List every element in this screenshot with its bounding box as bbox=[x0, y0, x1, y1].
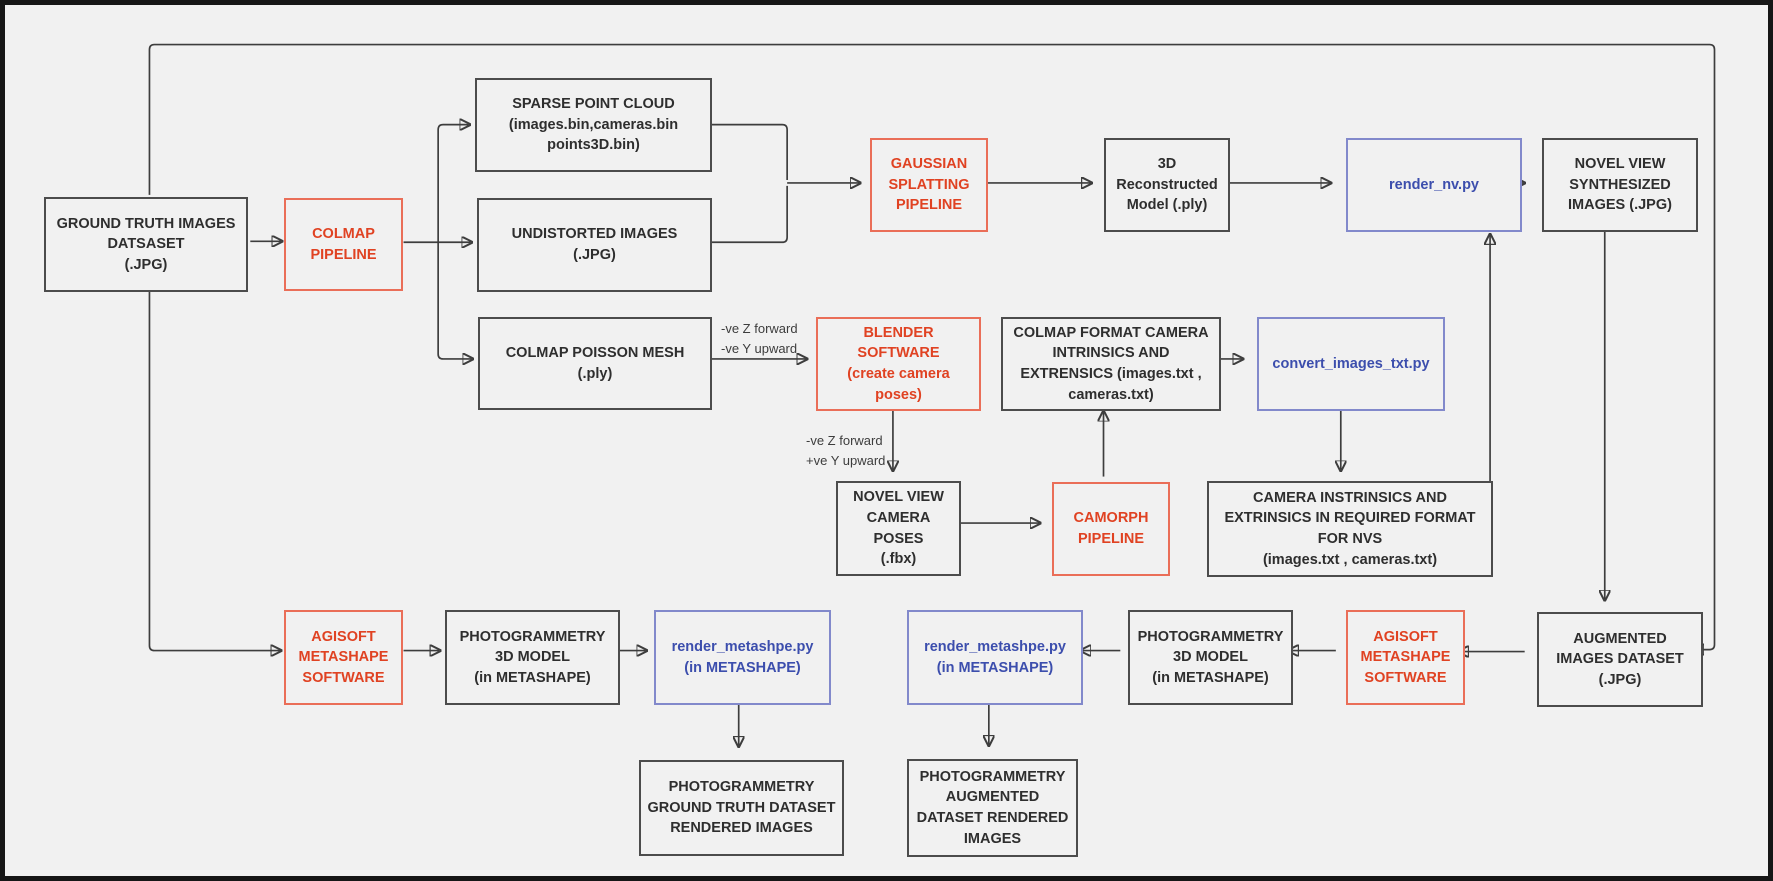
node-camorph-pipeline: CAMORPH PIPELINE bbox=[1052, 482, 1170, 576]
node-colmap-pipeline: COLMAP PIPELINE bbox=[284, 198, 403, 291]
node-render-metashpe-left: render_metashpe.py (in METASHAPE) bbox=[654, 610, 831, 705]
edge-undistorted-merge bbox=[709, 185, 788, 244]
edge-label-blender-input-orientation: -ve Z forward -ve Y upward bbox=[721, 321, 798, 357]
edge-colmap-to-sparse bbox=[437, 125, 469, 243]
node-photogrammetry-ground-truth-rendered: PHOTOGRAMMETRY GROUND TRUTH DATASET REND… bbox=[639, 760, 844, 856]
node-ground-truth-images-dataset: GROUND TRUTH IMAGES DATSASET (.JPG) bbox=[44, 197, 248, 292]
node-agisoft-metashape-right: AGISOFT METASHAPE SOFTWARE bbox=[1346, 610, 1465, 705]
edge-sparse-merge bbox=[709, 123, 788, 180]
node-camera-intrinsics-nvs: CAMERA INSTRINSICS AND EXTRINSICS IN REQ… bbox=[1207, 481, 1493, 577]
node-sparse-point-cloud: SPARSE POINT CLOUD (images.bin,cameras.b… bbox=[475, 78, 712, 172]
node-undistorted-images: UNDISTORTED IMAGES (.JPG) bbox=[477, 198, 712, 292]
node-render-nv-py: render_nv.py bbox=[1346, 138, 1522, 232]
node-novel-view-camera-poses: NOVEL VIEW CAMERA POSES (.fbx) bbox=[836, 481, 961, 576]
node-augmented-images-dataset: AUGMENTED IMAGES DATASET (.JPG) bbox=[1537, 612, 1703, 707]
edge-nvsintrinsics-to-rendernv bbox=[1481, 235, 1490, 521]
node-agisoft-metashape-left: AGISOFT METASHAPE SOFTWARE bbox=[284, 610, 403, 705]
edge-gt-to-agisoft-left bbox=[148, 288, 280, 651]
node-novel-view-synthesized-images: NOVEL VIEW SYNTHESIZED IMAGES (.JPG) bbox=[1542, 138, 1698, 232]
node-photogrammetry-3d-model-left: PHOTOGRAMMETRY 3D MODEL (in METASHAPE) bbox=[445, 610, 620, 705]
edge-label-blender-output-orientation: -ve Z forward +ve Y upward bbox=[806, 433, 886, 469]
node-photogrammetry-3d-model-right: PHOTOGRAMMETRY 3D MODEL (in METASHAPE) bbox=[1128, 610, 1293, 705]
node-blender-software: BLENDER SOFTWARE (create camera poses) bbox=[816, 317, 981, 411]
node-convert-images-txt-py: convert_images_txt.py bbox=[1257, 317, 1445, 411]
node-colmap-format-camera-intrinsics: COLMAP FORMAT CAMERA INTRINSICS AND EXTR… bbox=[1001, 317, 1221, 411]
node-render-metashpe-right: render_metashpe.py (in METASHAPE) bbox=[907, 610, 1083, 705]
node-3d-reconstructed-model: 3D Reconstructed Model (.ply) bbox=[1104, 138, 1230, 232]
edge-colmap-to-poisson bbox=[437, 242, 472, 359]
node-colmap-poisson-mesh: COLMAP POISSON MESH (.ply) bbox=[478, 317, 712, 410]
node-photogrammetry-augmented-rendered: PHOTOGRAMMETRY AUGMENTED DATASET RENDERE… bbox=[907, 759, 1078, 857]
node-gaussian-splatting-pipeline: GAUSSIAN SPLATTING PIPELINE bbox=[870, 138, 988, 232]
